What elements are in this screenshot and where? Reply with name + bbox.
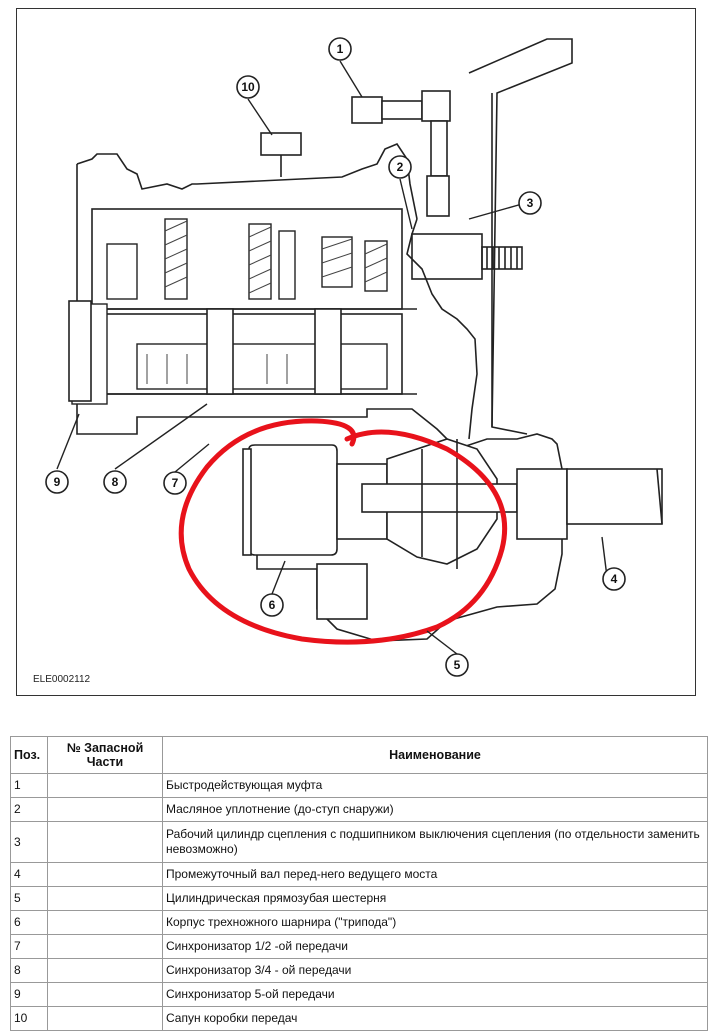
clutch-components — [260, 90, 451, 217]
row-name: Синхронизатор 1/2 -ой передачи — [162, 934, 708, 959]
callout-3: 3 — [527, 196, 534, 210]
row-part — [47, 862, 163, 887]
row-pos: 4 — [10, 862, 48, 887]
row-name: Рабочий цилиндр сцепления с подшипником … — [162, 821, 708, 863]
row-name: Сапун коробки передач — [162, 1006, 708, 1031]
row-pos: 10 — [10, 1006, 48, 1031]
diagram-frame: 1 2 3 4 5 6 7 8 9 10 ELE0002112 — [16, 8, 696, 696]
callout-6: 6 — [269, 598, 276, 612]
callout-9: 9 — [54, 475, 61, 489]
table-row: 6 Корпус трехножного шарнира ("трипода") — [10, 910, 708, 935]
figure-id: ELE0002112 — [33, 674, 91, 685]
row-pos: 1 — [10, 773, 48, 798]
row-part — [47, 982, 163, 1007]
callout-10: 10 — [241, 80, 255, 94]
header-part-number: № Запасной Части — [47, 736, 163, 774]
table-row: 4 Промежуточный вал перед-него ведущего … — [10, 862, 708, 887]
row-pos: 8 — [10, 958, 48, 983]
callout-5: 5 — [454, 658, 461, 672]
parts-legend-table: Поз. № Запасной Части Наименование 1 Быс… — [10, 736, 708, 1031]
callout-leaders — [56, 60, 608, 655]
row-part — [47, 910, 163, 935]
header-pos: Поз. — [10, 736, 48, 774]
row-name: Промежуточный вал перед-него ведущего мо… — [162, 862, 708, 887]
table-row: 10 Сапун коробки передач — [10, 1006, 708, 1031]
callout-4: 4 — [611, 572, 618, 586]
table-row: 5 Цилиндрическая прямозубая шестерня — [10, 886, 708, 911]
row-part — [47, 797, 163, 822]
header-name: Наименование — [162, 736, 708, 774]
table-row: 8 Синхронизатор 3/4 - ой передачи — [10, 958, 708, 983]
table-row: 9 Синхронизатор 5-ой передачи — [10, 982, 708, 1007]
gearbox-diagram: 1 2 3 4 5 6 7 8 9 10 — [45, 37, 663, 677]
legend-header-row: Поз. № Запасной Части Наименование — [10, 736, 708, 774]
row-pos: 3 — [10, 821, 48, 863]
row-pos: 2 — [10, 797, 48, 822]
gear-hatching — [146, 220, 388, 384]
row-part — [47, 773, 163, 798]
row-name: Масляное уплотнение (до-ступ снаружи) — [162, 797, 708, 822]
row-pos: 7 — [10, 934, 48, 959]
table-row: 7 Синхронизатор 1/2 -ой передачи — [10, 934, 708, 959]
highlight-circle — [178, 418, 508, 645]
row-part — [47, 886, 163, 911]
row-pos: 5 — [10, 886, 48, 911]
synchronizers — [68, 300, 342, 402]
row-pos: 9 — [10, 982, 48, 1007]
row-name: Корпус трехножного шарнира ("трипода") — [162, 910, 708, 935]
callout-2: 2 — [397, 160, 404, 174]
callout-8: 8 — [112, 475, 119, 489]
differential-assembly — [242, 438, 663, 620]
table-row: 1 Быстродействующая муфта — [10, 773, 708, 798]
callout-1: 1 — [337, 42, 344, 56]
callout-7: 7 — [172, 476, 179, 490]
row-name: Быстродействующая муфта — [162, 773, 708, 798]
row-part — [47, 958, 163, 983]
table-row: 2 Масляное уплотнение (до-ступ снаружи) — [10, 797, 708, 822]
callout-markers — [45, 37, 626, 677]
row-part — [47, 821, 163, 863]
row-name: Цилиндрическая прямозубая шестерня — [162, 886, 708, 911]
row-name: Синхронизатор 5-ой передачи — [162, 982, 708, 1007]
row-part — [47, 934, 163, 959]
row-part — [47, 1006, 163, 1031]
gearbox-housing — [76, 38, 573, 642]
row-pos: 6 — [10, 910, 48, 935]
table-row: 3 Рабочий цилиндр сцепления с подшипнико… — [10, 821, 708, 863]
row-name: Синхронизатор 3/4 - ой передачи — [162, 958, 708, 983]
